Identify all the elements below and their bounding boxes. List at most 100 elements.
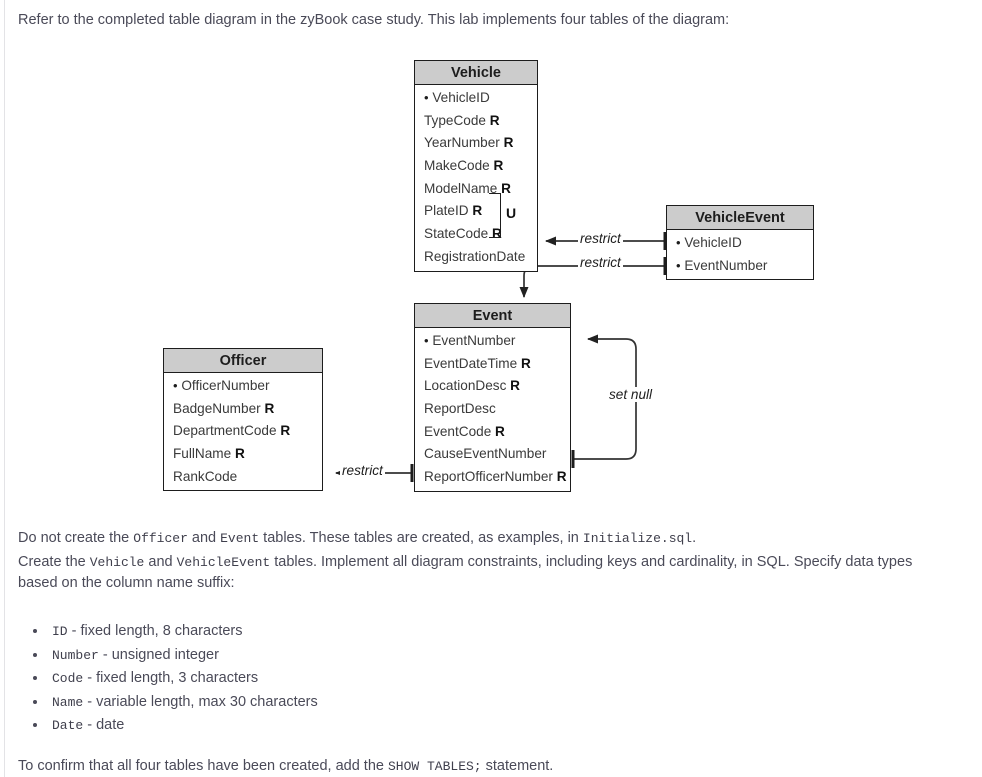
- table-title: Vehicle: [415, 61, 537, 85]
- table-row: FullName R: [164, 443, 322, 466]
- table-row: • EventNumber: [415, 330, 570, 353]
- text-segment: and: [144, 554, 177, 570]
- key-bullet-icon: •: [424, 333, 429, 348]
- suffix-desc: - date: [83, 717, 125, 734]
- column-name: LocationDesc: [424, 378, 507, 394]
- key-bullet-icon: •: [424, 90, 429, 105]
- text-segment: statement.: [481, 758, 554, 774]
- required-marker: R: [495, 423, 505, 439]
- required-marker: R: [472, 203, 483, 219]
- table-title: Officer: [164, 349, 322, 373]
- unique-constraint-label: U: [506, 205, 517, 221]
- table-rows: • VehicleID TypeCode R YearNumber R Make…: [415, 85, 537, 271]
- table-row: ModelName R: [415, 178, 537, 201]
- unique-constraint-bracket: [489, 193, 501, 238]
- table-row: EventDateTime R: [415, 353, 570, 376]
- diagram-table-vehicle: Vehicle • VehicleID TypeCode R YearNumbe…: [414, 60, 538, 272]
- table-row: DepartmentCode R: [164, 420, 322, 443]
- required-marker: R: [280, 423, 291, 439]
- code-officer: Officer: [133, 531, 188, 546]
- page-left-border: [4, 0, 5, 777]
- list-item: ID - fixed length, 8 characters: [48, 620, 318, 644]
- table-row: YearNumber R: [415, 132, 537, 155]
- required-marker: R: [510, 378, 520, 394]
- text-segment: To confirm that all four tables have bee…: [18, 758, 388, 774]
- column-name: ModelName: [424, 180, 498, 196]
- list-item: Name - variable length, max 30 character…: [48, 691, 318, 715]
- column-name: EventDateTime: [424, 355, 518, 371]
- list-item: Number - unsigned integer: [48, 644, 318, 668]
- text-segment: .: [692, 530, 697, 546]
- required-marker: R: [503, 135, 514, 151]
- table-row: • VehicleID: [415, 87, 537, 110]
- table-row: LocationDesc R: [415, 375, 570, 398]
- required-marker: R: [234, 446, 245, 462]
- column-name: BadgeNumber: [173, 400, 261, 416]
- table-diagram: Vehicle • VehicleID TypeCode R YearNumbe…: [0, 45, 982, 505]
- column-name: EventCode: [424, 423, 492, 439]
- suffix-code: Code: [52, 671, 84, 687]
- table-row: RankCode: [164, 466, 322, 489]
- table-row: ReportOfficerNumber R: [415, 466, 570, 489]
- text-segment: and: [187, 530, 221, 546]
- column-name: TypeCode: [424, 112, 486, 128]
- table-row: • OfficerNumber: [164, 375, 322, 398]
- table-row: StateCode R: [415, 223, 537, 246]
- table-title: Event: [415, 304, 570, 328]
- table-rows: • EventNumber EventDateTime R LocationDe…: [415, 328, 570, 491]
- required-marker: R: [264, 400, 275, 416]
- column-name: PlateID: [424, 203, 469, 219]
- suffix-desc: - unsigned integer: [98, 646, 219, 663]
- table-row: EventCode R: [415, 421, 570, 444]
- diagram-table-event: Event • EventNumber EventDateTime R Loca…: [414, 303, 571, 492]
- column-name: FullName: [173, 446, 232, 462]
- required-marker: R: [489, 112, 500, 128]
- required-marker: R: [520, 355, 531, 371]
- table-row: ReportDesc: [415, 398, 570, 421]
- table-row: PlateID R: [415, 200, 537, 223]
- column-name: YearNumber: [424, 135, 500, 151]
- list-item: Date - date: [48, 714, 318, 738]
- paragraph-create-tables: Create the Vehicle and VehicleEvent tabl…: [18, 552, 938, 594]
- edge-label-restrict-vehicle: restrict: [578, 231, 623, 246]
- diagram-table-officer: Officer • OfficerNumber BadgeNumber R De…: [163, 348, 323, 492]
- intro-paragraph: Refer to the completed table diagram in …: [18, 12, 730, 28]
- suffix-desc: - fixed length, 3 characters: [83, 670, 259, 687]
- key-bullet-icon: •: [173, 378, 178, 393]
- text-segment: Do not create the: [18, 530, 134, 546]
- suffix-desc: - fixed length, 8 characters: [67, 623, 243, 639]
- required-marker: R: [501, 180, 511, 196]
- column-name: ReportDesc: [424, 401, 496, 417]
- table-row: BadgeNumber R: [164, 398, 322, 421]
- column-name: EventNumber: [432, 333, 516, 348]
- table-title: VehicleEvent: [667, 206, 813, 230]
- edge-label-restrict-event: restrict: [578, 255, 623, 270]
- table-row: RegistrationDate: [415, 246, 537, 269]
- edge-label-set-null: set null: [607, 387, 655, 402]
- column-name: ReportOfficerNumber: [424, 469, 553, 485]
- table-rows: • OfficerNumber BadgeNumber R Department…: [164, 373, 322, 490]
- paragraph-show-tables: To confirm that all four tables have bee…: [18, 756, 958, 777]
- column-name: EventNumber: [684, 257, 768, 273]
- table-rows: • VehicleID • EventNumber: [667, 230, 813, 279]
- column-name: DepartmentCode: [173, 423, 277, 439]
- paragraph-do-not-create: Do not create the Officer and Event tabl…: [18, 528, 958, 549]
- table-row: TypeCode R: [415, 110, 537, 133]
- column-name: CauseEventNumber: [424, 446, 547, 462]
- suffix-code: Number: [52, 647, 99, 663]
- code-initialize-sql: Initialize.sql: [582, 531, 693, 546]
- data-type-list: ID - fixed length, 8 characters Number -…: [18, 620, 318, 738]
- column-name: VehicleID: [432, 90, 490, 105]
- column-name: StateCode: [424, 226, 489, 242]
- list-item: Code - fixed length, 3 characters: [48, 667, 318, 691]
- text-segment: Create the: [18, 554, 90, 570]
- required-marker: R: [492, 226, 502, 242]
- code-show-tables: SHOW TABLES;: [387, 759, 482, 774]
- code-vehicle: Vehicle: [89, 555, 145, 570]
- required-marker: R: [556, 469, 567, 485]
- key-bullet-icon: •: [676, 235, 681, 250]
- suffix-code: Name: [52, 694, 84, 710]
- text-segment: tables. Implement all diagram constraint…: [18, 554, 913, 592]
- required-marker: R: [493, 158, 504, 174]
- column-name: VehicleID: [684, 235, 742, 250]
